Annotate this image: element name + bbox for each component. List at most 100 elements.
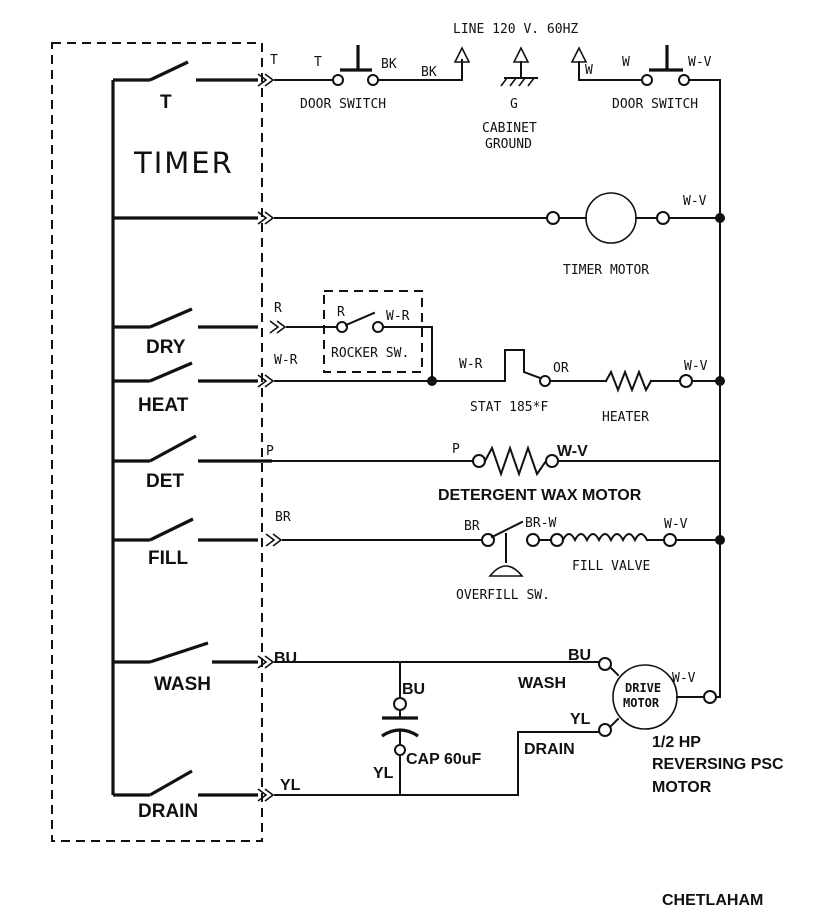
timer-block: TIMER T DRY HEAT: [51, 42, 272, 842]
junction-dot: [427, 376, 437, 386]
timer-contact-det-label: DET: [146, 471, 184, 492]
wire-label-wv-heater: W-V: [684, 359, 708, 374]
fill-label-br: BR: [464, 519, 480, 534]
junction-dot: [715, 376, 725, 386]
door-switch-left: T BK DOOR SWITCH: [300, 45, 397, 112]
overfill-float-icon: [488, 565, 524, 577]
neutral-terminal-icon: [570, 46, 588, 63]
overfill-blade: [490, 520, 524, 539]
timer-motor-label: TIMER MOTOR: [563, 263, 649, 278]
wire-label-bu: BU: [274, 650, 297, 667]
timer-contact-heat-label: HEAT: [138, 395, 189, 416]
fill-valve-coil: [561, 533, 649, 543]
timer-dashed-boundary: [51, 42, 263, 842]
overfill-label: OVERFILL SW.: [456, 588, 550, 603]
stat-label: STAT 185*F: [470, 400, 548, 415]
motor-label-yl: YL: [570, 711, 591, 728]
wire-label-wv-top: W-V: [688, 55, 712, 70]
chevron-icon: [269, 320, 287, 334]
rocker-label-r: R: [337, 305, 345, 320]
timer-contact-dry: DRY: [113, 307, 258, 358]
timer-title: TIMER: [133, 146, 234, 180]
chevron-icon: [257, 788, 275, 802]
motor-spec-2: REVERSING PSC: [652, 756, 784, 773]
drive-motor-label-2: MOTOR: [623, 696, 660, 710]
chevron-icon: [257, 211, 275, 225]
door-switch-right-label: DOOR SWITCH: [612, 97, 698, 112]
ground-terminal-icon: [512, 46, 530, 63]
junction-dot: [715, 535, 725, 545]
timer-contact-t: T: [113, 60, 258, 113]
ground-label-2: GROUND: [485, 137, 532, 152]
fill-valve-label: FILL VALVE: [572, 559, 650, 574]
wire-label-wv-motor: W-V: [672, 671, 696, 686]
wire-label-t2: T: [314, 55, 322, 70]
thermostat-symbol: [504, 349, 542, 382]
heater-label: HEATER: [602, 410, 649, 425]
drive-motor-label-1: DRIVE: [625, 681, 661, 695]
cap-label-yl: YL: [373, 765, 394, 782]
det-label-p: P: [452, 442, 460, 457]
fill-label-brw: BR-W: [525, 516, 556, 531]
wire-label-w1: W: [622, 55, 630, 70]
rocker-switch-box: [323, 290, 423, 373]
timer-contact-drain-label: DRAIN: [138, 801, 198, 822]
cabinet-ground: G CABINET GROUND: [482, 46, 538, 152]
det-label-wv: W-V: [557, 443, 588, 460]
line-label: LINE 120 V. 60HZ: [453, 22, 578, 37]
wire-label-r: R: [274, 301, 282, 316]
motor-spec-3: MOTOR: [652, 779, 712, 796]
timer-contact-wash-label: WASH: [154, 674, 211, 695]
motor-label-bu: BU: [568, 647, 591, 664]
cap-label: CAP 60uF: [406, 751, 482, 768]
heater-symbol: [604, 369, 653, 393]
det-motor-label: DETERGENT WAX MOTOR: [438, 487, 642, 504]
rocker-blade: [344, 311, 376, 327]
rocker-label-wr: W-R: [386, 309, 410, 324]
junction-dot: [715, 213, 725, 223]
chevron-icon: [257, 73, 275, 87]
ground-label-1: CABINET: [482, 121, 537, 136]
fill-circuit: BR BR BR-W W-V OVERFILL SW. FILL VALVE: [275, 510, 725, 603]
stat-label-wr: W-R: [459, 357, 483, 372]
wire-label-bk1: BK: [381, 57, 397, 72]
chevron-icon: [257, 655, 275, 669]
chevron-icon: [265, 533, 283, 547]
power-section: T T BK DOOR SWITCH BK LINE 120 V. 60HZ G: [270, 22, 721, 152]
timer-contact-drain: DRAIN: [113, 769, 258, 822]
brand-label: CHETLAHAM: [662, 892, 763, 909]
connector-chevrons: [257, 73, 287, 802]
rocker-switch-label: ROCKER SW.: [331, 346, 409, 361]
wire-label-wv-timer: W-V: [683, 194, 707, 209]
wire-label-bk2: BK: [421, 65, 437, 80]
wire-label-w-line: W: [585, 63, 593, 78]
timer-contact-det: DET: [113, 434, 272, 492]
wire-label-wv-fill: W-V: [664, 517, 688, 532]
detergent-circuit: P P W-V DETERGENT WAX MOTOR: [266, 442, 721, 504]
wash-label: WASH: [518, 675, 566, 692]
wire-label-br: BR: [275, 510, 291, 525]
timer-motor-circuit: W-V TIMER MOTOR: [274, 192, 725, 278]
timer-contact-fill-label: FILL: [148, 548, 188, 569]
timer-contact-heat: HEAT: [113, 361, 258, 416]
line-terminal-icon: [453, 46, 471, 63]
wire-label-or: OR: [553, 361, 569, 376]
chevron-icon: [257, 374, 275, 388]
wire-label-t1: T: [270, 53, 278, 68]
motor-spec-1: 1/2 HP: [652, 734, 701, 751]
timer-contact-dry-label: DRY: [146, 337, 186, 358]
heat-circuit: R R W-R ROCKER SW. W-R W-R OR W-V STAT 1…: [274, 290, 725, 425]
wax-motor-symbol: [483, 444, 548, 478]
timer-contact-fill: FILL: [113, 517, 258, 569]
wire-label-yl: YL: [280, 777, 301, 794]
drain-label: DRAIN: [524, 741, 575, 758]
door-switch-right: W W-V DOOR SWITCH: [612, 45, 712, 112]
cap-label-bu: BU: [402, 681, 425, 698]
drive-motor-circuit: BU BU WASH BU CAP 60uF YL YL YL DRAIN DR…: [274, 647, 784, 796]
wire-label-wr: W-R: [274, 353, 298, 368]
wire-label-p: P: [266, 444, 274, 459]
timer-contact-wash: WASH: [113, 641, 258, 695]
ground-letter: G: [510, 97, 518, 112]
door-switch-left-label: DOOR SWITCH: [300, 97, 386, 112]
